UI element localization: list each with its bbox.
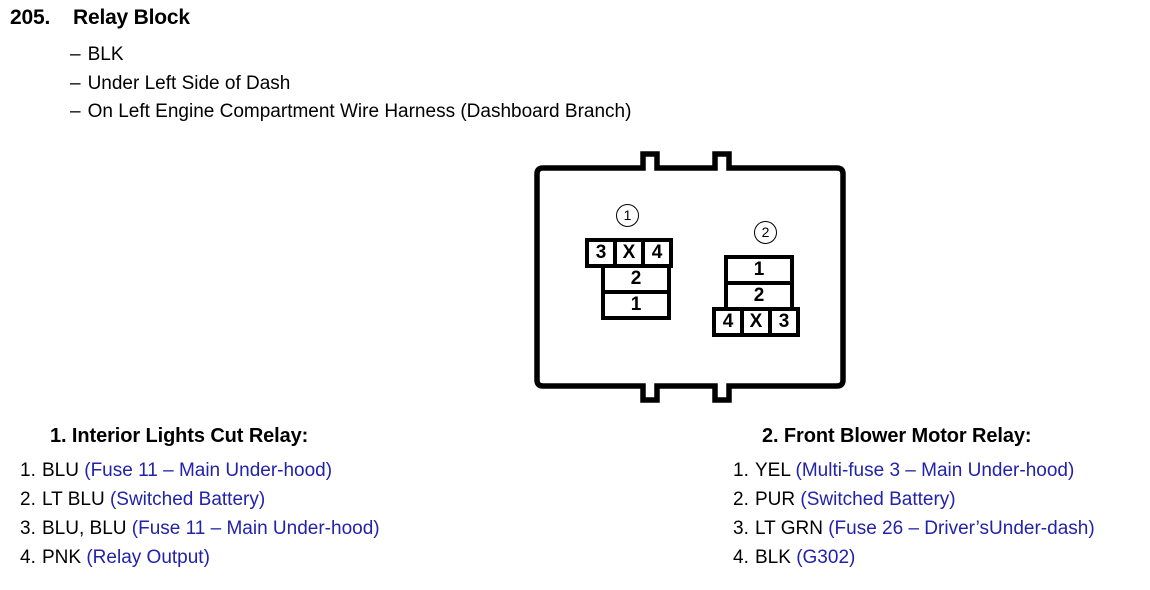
- legend-item-circuit: (Fuse 11 – Main Under-hood): [84, 460, 333, 481]
- connector-outline-icon: [534, 151, 846, 403]
- legend-item: 3. BLU, BLU (Fuse 11 – Main Under-hood): [20, 514, 380, 543]
- header-bullet: –BLK: [70, 44, 124, 66]
- relay-1-stack: 2 1: [601, 264, 673, 320]
- section-number: 205.: [10, 6, 51, 29]
- callout-number-2: 2: [754, 221, 777, 244]
- legend-item-circuit: (Switched Battery): [109, 489, 266, 510]
- relay-2-pinout: 2 1 2 4 X 3: [712, 221, 800, 337]
- relay-2-stack: 1 2: [724, 255, 800, 311]
- legend-list: 1. YEL (Multi-fuse 3 – Main Under-hood) 2…: [733, 456, 1095, 572]
- legend-item-circuit: (Switched Battery): [800, 489, 956, 510]
- relay-block-connector: 1 3 X 4 2 1 2 1 2 4 X 3: [530, 140, 860, 420]
- legend-item-wire: LT GRN: [755, 518, 823, 539]
- relay-1-top-row: 3 X 4: [585, 238, 673, 268]
- legend-item-circuit: (Relay Output): [86, 547, 210, 568]
- callout-number-1: 1: [616, 204, 639, 227]
- legend-item: 1. BLU (Fuse 11 – Main Under-hood): [20, 456, 380, 485]
- legend-item-index: 1.: [20, 460, 36, 481]
- legend-item-index: 3.: [733, 518, 749, 539]
- header-bullet: –Under Left Side of Dash: [70, 73, 290, 95]
- relay-2-bottom-row: 4 X 3: [712, 307, 800, 337]
- legend-item-circuit: (G302): [796, 547, 856, 568]
- legend-item-wire: PNK: [42, 547, 82, 568]
- legend-heading: 1. Interior Lights Cut Relay:: [50, 425, 309, 447]
- legend-item-index: 2.: [20, 489, 36, 510]
- legend-item-circuit: (Fuse 26 – Driver’sUnder-dash): [828, 518, 1095, 539]
- legend-item-circuit: (Multi-fuse 3 – Main Under-hood): [795, 460, 1075, 481]
- legend-item: 2. PUR (Switched Battery): [733, 485, 1095, 514]
- header-bullet-label: BLK: [87, 44, 124, 65]
- pin-cell: 4: [641, 238, 673, 268]
- legend-list: 1. BLU (Fuse 11 – Main Under-hood) 2. LT B…: [20, 456, 380, 572]
- legend-item-index: 1.: [733, 460, 749, 481]
- legend-item: 3. LT GRN (Fuse 26 – Driver’sUnder-dash): [733, 514, 1095, 543]
- dash-glyph: –: [70, 73, 81, 94]
- pin-cell: X: [613, 238, 645, 268]
- legend-relay-1: 1. Interior Lights Cut Relay: 1. BLU (Fus…: [20, 425, 380, 568]
- legend-item-circuit: (Fuse 11 – Main Under-hood): [131, 518, 380, 539]
- legend-item-wire: PUR: [755, 489, 796, 510]
- legend-item-index: 2.: [733, 489, 749, 510]
- legend-item: 1. YEL (Multi-fuse 3 – Main Under-hood): [733, 456, 1095, 485]
- legend-heading: 2. Front Blower Motor Relay:: [762, 425, 1032, 447]
- legend-item-index: 3.: [20, 518, 36, 539]
- legend-item: 4. PNK (Relay Output): [20, 543, 380, 572]
- legend-item: 2. LT BLU (Switched Battery): [20, 485, 380, 514]
- legend-item-wire: YEL: [755, 460, 791, 481]
- pin-cell: 3: [585, 238, 617, 268]
- header-bullet-label: Under Left Side of Dash: [87, 73, 291, 94]
- legend-item-wire: BLU: [42, 460, 79, 481]
- dash-glyph: –: [70, 44, 81, 65]
- legend-item-wire: BLK: [755, 547, 791, 568]
- legend-item-index: 4.: [20, 547, 36, 568]
- dash-glyph: –: [70, 101, 81, 122]
- header-bullet: –On Left Engine Compartment Wire Harness…: [70, 101, 631, 123]
- legend-item-wire: BLU, BLU: [42, 518, 127, 539]
- legend-item: 4. BLK (G302): [733, 543, 1095, 572]
- legend-item-index: 4.: [733, 547, 749, 568]
- legend-item-wire: LT BLU: [42, 489, 105, 510]
- page-title: Relay Block: [73, 6, 190, 29]
- pin-cell: 3: [768, 307, 800, 337]
- header-bullet-label: On Left Engine Compartment Wire Harness …: [87, 101, 632, 122]
- pin-cell: 1: [601, 290, 671, 320]
- legend-relay-2: 2. Front Blower Motor Relay: 1. YEL (Mult…: [733, 425, 1095, 568]
- pin-cell: 4: [712, 307, 744, 337]
- relay-1-pinout: 1 3 X 4 2 1: [585, 204, 673, 320]
- pin-cell: 1: [724, 255, 794, 285]
